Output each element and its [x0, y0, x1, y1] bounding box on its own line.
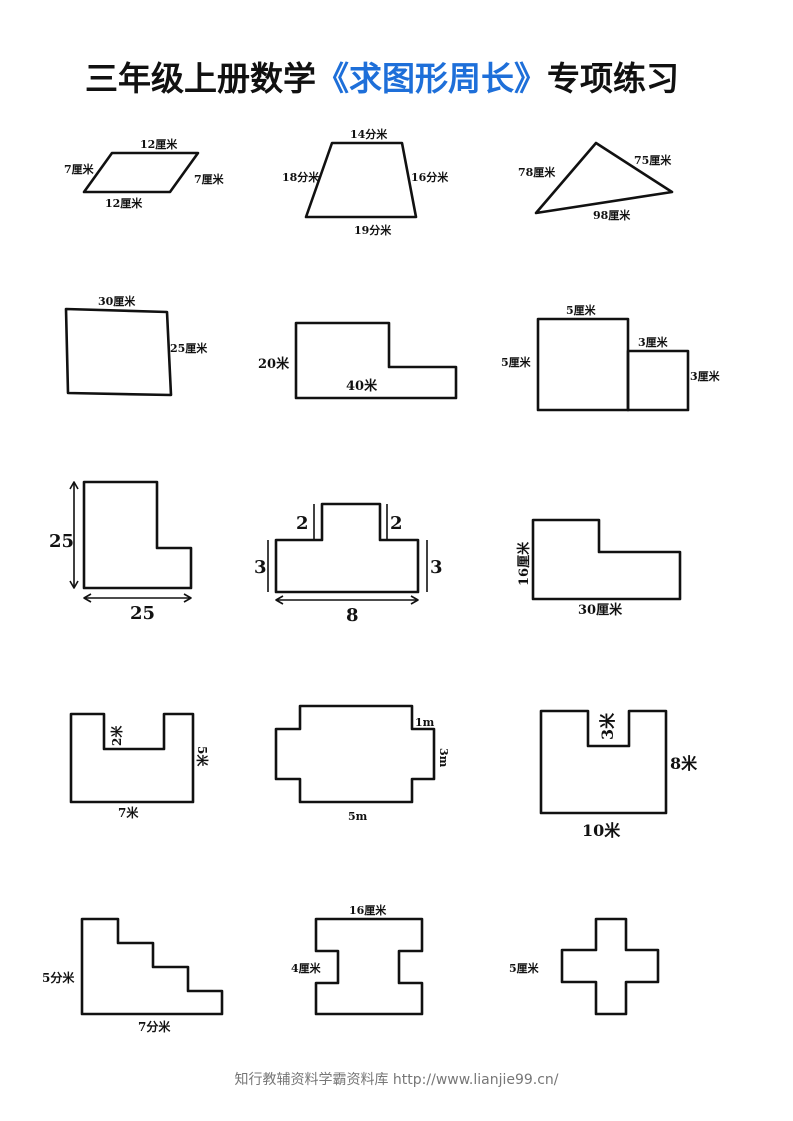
- figure-u-shape-small: 2米 5米 7米: [69, 712, 210, 820]
- t-shape-left-label: 3: [254, 557, 267, 578]
- small-square-top-label: 3厘米: [638, 335, 669, 349]
- figure-cross: 5厘米: [509, 917, 660, 1016]
- figure-i-shape: 16厘米 4厘米: [291, 903, 424, 1016]
- figure-trapezoid: 14分米 19分米 18分米 16分米: [282, 127, 449, 237]
- u-shape-small-notch-label: 2米: [109, 725, 124, 746]
- parallelogram-top-label: 12厘米: [140, 137, 178, 151]
- triangle-outline: [534, 141, 674, 215]
- staircase-outline: [80, 917, 224, 1016]
- title-highlight: 《求图形周长》: [316, 59, 547, 98]
- u-shape-large-bottom-label: 10米: [582, 821, 621, 840]
- dimension-arrow-left: [83, 593, 92, 603]
- l-shape-tall-bottom-label: 25: [130, 603, 155, 624]
- cross-outline: [560, 917, 660, 1016]
- triangle-left-label: 78厘米: [518, 165, 556, 179]
- quadrilateral-right-label: 25厘米: [170, 341, 208, 355]
- t-shape-outline: [274, 502, 420, 594]
- step-shape-bottom-label: 30厘米: [578, 602, 623, 618]
- trapezoid-bottom-label: 19分米: [354, 223, 392, 237]
- u-shape-large-notch-label: 3米: [598, 712, 617, 740]
- trapezoid-right-label: 16分米: [411, 170, 449, 184]
- figure-plus-wide: 1m 3m 5m: [274, 704, 450, 823]
- l-shape-tall-outline: [82, 480, 193, 590]
- parallelogram-bottom-label: 12厘米: [105, 196, 143, 210]
- plus-wide-right-label: 3m: [437, 748, 450, 768]
- small-square-outline: [626, 349, 690, 412]
- title-prefix: 三年级上册数学: [85, 59, 316, 98]
- u-shape-small-outline: [69, 712, 195, 804]
- title-suffix: 专项练习: [547, 59, 679, 98]
- u-shape-large-outline: [539, 709, 668, 815]
- t-shape-right-label: 3: [430, 557, 443, 578]
- staircase-left-label: 5分米: [42, 970, 75, 985]
- big-square-top-label: 5厘米: [566, 303, 597, 317]
- dimension-arrow-left: [275, 595, 284, 605]
- u-shape-large-right-label: 8米: [670, 754, 698, 773]
- l-shape-tall-left-label: 25: [49, 531, 74, 552]
- dimension-arrow-right: [410, 595, 419, 605]
- l-shape-wide-outline: [294, 321, 458, 400]
- trapezoid-outline: [304, 141, 418, 219]
- page-title: 三年级上册数学《求图形周长》专项练习: [85, 52, 725, 100]
- i-shape-outline: [314, 917, 424, 1016]
- plus-wide-outline: [274, 704, 436, 804]
- triangle-right-label: 75厘米: [634, 153, 672, 167]
- figure-l-shape-tall: 25 25: [49, 480, 193, 624]
- quadrilateral-top-label: 30厘米: [98, 294, 136, 308]
- step-shape-left-label: 16厘米: [516, 541, 532, 586]
- step-shape-outline: [531, 518, 682, 601]
- staircase-bottom-label: 7分米: [138, 1019, 171, 1034]
- u-shape-small-bottom-label: 7米: [118, 805, 139, 820]
- figure-u-shape-large: 3米 8米 10米: [539, 709, 698, 840]
- figure-staircase: 5分米 7分米: [42, 917, 224, 1034]
- triangle-bottom-label: 98厘米: [593, 208, 631, 222]
- u-shape-small-right-label: 5米: [195, 746, 210, 767]
- plus-wide-corner-label: 1m: [415, 716, 435, 729]
- trapezoid-top-label: 14分米: [350, 127, 388, 141]
- cross-left-label: 5厘米: [509, 961, 540, 975]
- dimension-arrow-up: [69, 481, 79, 490]
- parallelogram-left-label: 7厘米: [64, 162, 95, 176]
- i-shape-top-label: 16厘米: [349, 903, 387, 917]
- small-square-right-label: 3厘米: [690, 369, 721, 383]
- plus-wide-bottom-label: 5m: [348, 810, 368, 823]
- t-shape-bottom-label: 8: [346, 605, 359, 626]
- figure-step-shape: 16厘米 30厘米: [516, 518, 682, 618]
- l-shape-wide-bottom-label: 40米: [346, 378, 378, 394]
- big-square-outline: [536, 317, 630, 412]
- t-shape-left-top-label: 2: [296, 513, 309, 534]
- figure-two-squares: 5厘米 5厘米 3厘米 3厘米: [501, 303, 721, 412]
- l-shape-wide-left-label: 20米: [258, 356, 290, 372]
- figure-t-shape: 2 2 3 3 8: [254, 502, 443, 626]
- big-square-left-label: 5厘米: [501, 355, 532, 369]
- parallelogram-right-label: 7厘米: [194, 172, 225, 186]
- dimension-arrow-right: [183, 593, 192, 603]
- quadrilateral-outline: [64, 307, 173, 397]
- figure-quadrilateral: 30厘米 25厘米: [64, 294, 208, 397]
- page-footer: 知行教辅资料学霸资料库 http://www.lianjie99.cn/: [234, 1072, 559, 1088]
- t-shape-right-top-label: 2: [390, 513, 403, 534]
- trapezoid-left-label: 18分米: [282, 170, 320, 184]
- figure-parallelogram: 12厘米 12厘米 7厘米 7厘米: [64, 137, 225, 210]
- figure-l-shape-wide: 20米 40米: [258, 321, 458, 400]
- parallelogram-outline: [82, 151, 200, 194]
- i-shape-left-label: 4厘米: [291, 961, 322, 975]
- figure-triangle: 78厘米 75厘米 98厘米: [518, 141, 674, 222]
- dimension-arrow-down: [69, 580, 79, 589]
